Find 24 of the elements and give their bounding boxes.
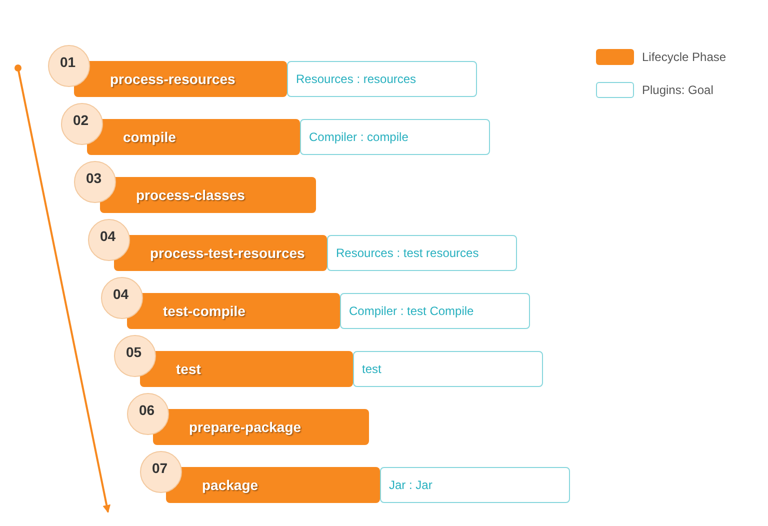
phase-bar: process-test-resources xyxy=(114,235,327,271)
plugin-goal-box: Compiler : test Compile xyxy=(340,293,530,329)
step-number-circle: 06 xyxy=(127,393,169,435)
phase-bar: prepare-package xyxy=(153,409,369,445)
step-number-circle: 03 xyxy=(74,161,116,203)
plugin-goal-box: test xyxy=(353,351,543,387)
phase-bar: process-classes xyxy=(100,177,316,213)
plugin-goal-box: Jar : Jar xyxy=(380,467,570,503)
step-number-circle: 05 xyxy=(114,335,156,377)
step-number-circle: 04 xyxy=(88,219,130,261)
legend-label: Plugins: Goal xyxy=(642,83,714,97)
legend-label: Lifecycle Phase xyxy=(642,50,726,64)
phase-bar: process-resources xyxy=(74,61,287,97)
step-number-circle: 04 xyxy=(101,277,143,319)
plugin-goal-box: Resources : resources xyxy=(287,61,477,97)
phase-bar: test xyxy=(140,351,353,387)
phase-bar: package xyxy=(166,467,380,503)
plugin-goal-box: Resources : test resources xyxy=(327,235,517,271)
plugin-goal-box: Compiler : compile xyxy=(300,119,490,155)
phase-bar: test-compile xyxy=(127,293,340,329)
phase-bar: compile xyxy=(87,119,300,155)
step-number-circle: 07 xyxy=(140,451,182,493)
step-number-circle: 01 xyxy=(48,45,90,87)
step-number-circle: 02 xyxy=(61,103,103,145)
